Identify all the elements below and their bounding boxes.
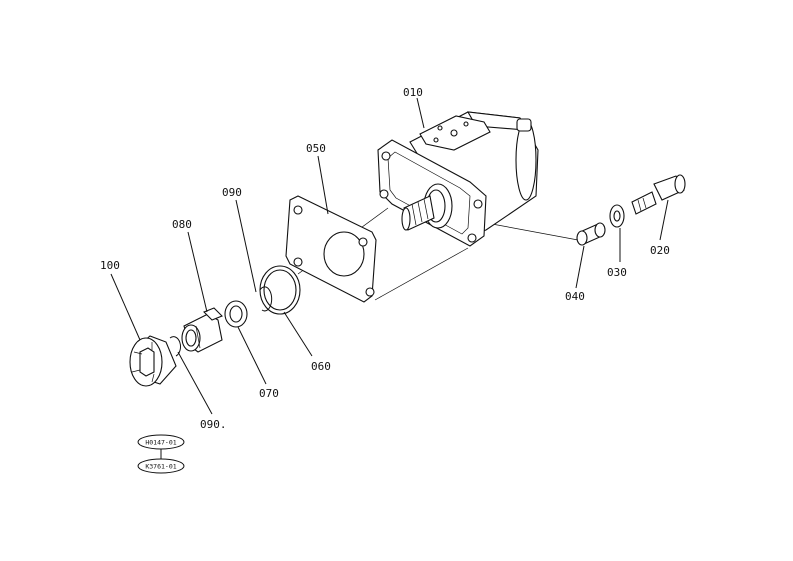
reference-code-lower: K3761-01 (145, 463, 176, 471)
label-100: 100 (100, 259, 120, 272)
coupling-080 (181, 231, 223, 353)
snap-ring-090-upper (235, 199, 273, 312)
label-050: 050 (306, 142, 326, 155)
label-020: 020 (650, 244, 670, 257)
flange-coupling-100 (110, 273, 177, 387)
reference-code-upper: H0147-01 (145, 439, 176, 447)
gasket-050 (285, 155, 377, 303)
gear-pump-010 (377, 97, 539, 247)
snap-ring-090-lower (169, 336, 213, 415)
label-010: 010 (403, 86, 423, 99)
label-070: 070 (259, 387, 279, 400)
washer-070 (224, 300, 267, 385)
label-030: 030 (607, 266, 627, 279)
part-labels: 010 020 030 040 050 060 070 080 090 090.… (100, 86, 670, 431)
washer-030 (609, 204, 625, 262)
label-090-lower: 090. (200, 418, 227, 431)
label-040: 040 (565, 290, 585, 303)
spacer-040 (575, 222, 606, 289)
reference-oval-lower (137, 458, 185, 474)
label-060: 060 (311, 360, 331, 373)
label-090-upper: 090 (222, 186, 242, 199)
label-080: 080 (172, 218, 192, 231)
reference-codes: H0147-01 K3761-01 (137, 434, 185, 474)
o-ring-060 (259, 265, 313, 357)
bolt-020 (631, 174, 686, 241)
